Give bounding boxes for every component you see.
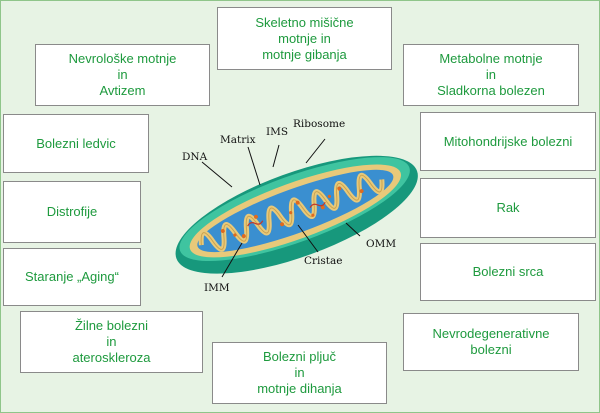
- box-mitochondrial: Mitohondrijske bolezni: [420, 112, 596, 171]
- box-skeletal-muscle: Skeletno mišične motnje in motnje gibanj…: [217, 7, 392, 70]
- omm-leader-line: [345, 222, 361, 237]
- mitochondrion-body: [175, 155, 418, 274]
- ims-leader-line: [272, 144, 280, 168]
- box-heart: Bolezni srca: [420, 243, 596, 301]
- dna-leader-line: [201, 161, 233, 188]
- label-cristae: Cristae: [304, 255, 343, 267]
- label-ribosome: Ribosome: [293, 118, 345, 130]
- dna-strands: [247, 201, 326, 227]
- box-kidney: Bolezni ledvic: [3, 114, 149, 173]
- cristae-leader-line: [297, 224, 319, 253]
- label-imm: IMM: [204, 282, 230, 294]
- ribosome-dots: [220, 186, 364, 239]
- box-vascular: Žilne bolezni in ateroskleroza: [20, 311, 203, 373]
- box-neurodegenerative: Nevrodegenerativne bolezni: [403, 313, 579, 371]
- box-aging: Staranje „Aging“: [3, 248, 141, 306]
- box-cancer: Rak: [420, 178, 596, 238]
- label-dna: DNA: [182, 151, 208, 163]
- box-lung: Bolezni pljuč in motnje dihanja: [212, 342, 387, 404]
- matrix-leader-line: [247, 146, 261, 186]
- box-neurological: Nevrološke motnje in Avtizem: [35, 44, 210, 106]
- ribosome-leader-line: [305, 138, 326, 164]
- label-ims: IMS: [266, 126, 288, 138]
- imm-leader-line: [221, 242, 243, 278]
- box-metabolic: Metabolne motnje in Sladkorna bolezen: [403, 44, 579, 106]
- label-omm: OMM: [366, 238, 396, 250]
- mitochondrion-diagram: DNA Matrix IMS Ribosome Cristae OMM IMM: [175, 118, 418, 294]
- box-dystrophy: Distrofije: [3, 181, 141, 243]
- label-matrix: Matrix: [220, 134, 256, 146]
